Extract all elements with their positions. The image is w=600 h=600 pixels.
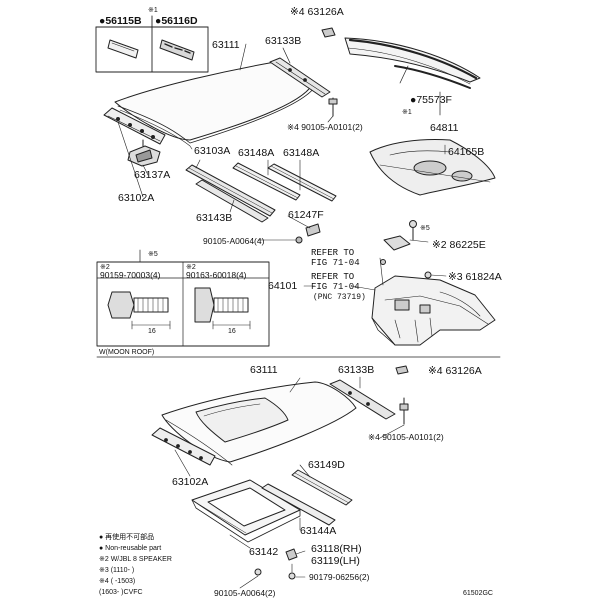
note-line-1: ● 再使用不可部品 bbox=[99, 534, 155, 541]
side-rail-63103A bbox=[185, 164, 276, 217]
clip-63126A-moonroof-icon bbox=[395, 365, 409, 375]
part-label-61824A: ※3 61824A bbox=[448, 271, 502, 283]
part-label-61247F: 61247F bbox=[288, 209, 324, 221]
moonroof-label-90179-06256: 90179-06256(2) bbox=[309, 572, 370, 582]
moonroof-label-63111: 63111 bbox=[250, 364, 278, 376]
front-header-63102A bbox=[103, 107, 166, 145]
part-label-90105-A0064: 90105-A0064(4) bbox=[203, 236, 265, 246]
part-label-63148A-1: 63148A bbox=[238, 147, 275, 159]
emblem-56116D-icon bbox=[159, 39, 195, 61]
part-note-75573F: ※1 bbox=[402, 109, 412, 116]
part-label-63103A: 63103A bbox=[194, 145, 231, 157]
part-label-63137A: 63137A bbox=[134, 169, 171, 181]
leader-lines bbox=[117, 43, 446, 589]
part-label-63102A: 63102A bbox=[118, 192, 155, 204]
bracket-63118-63119 bbox=[254, 548, 298, 580]
moonroof-label-63126A: ※4 63126A bbox=[428, 365, 482, 377]
note-line-2: ● Non-reusable part bbox=[99, 545, 162, 552]
moonroof-label-63142: 63142 bbox=[249, 546, 279, 558]
roof-bow-63148A-front bbox=[232, 162, 301, 201]
bolt-box-col2-part: 90163-60018(4) bbox=[186, 270, 247, 280]
section-label-moonroof: W(MOON ROOF) bbox=[99, 349, 155, 356]
part-label-64101: 64101 bbox=[268, 280, 298, 292]
bracket-61247F bbox=[295, 223, 321, 244]
legend-box-56115B-56116D bbox=[95, 15, 209, 73]
part-label-64811: 64811 bbox=[430, 122, 459, 134]
bracket-63137A bbox=[127, 139, 161, 167]
bolt-box-dim1: 16 bbox=[148, 328, 156, 335]
rear-body-panel-64101 bbox=[371, 275, 496, 346]
package-tray-64165B bbox=[369, 139, 496, 196]
back-window-64811 bbox=[344, 37, 481, 116]
bolt-90163-60018-icon bbox=[194, 287, 251, 330]
moonroof-label-63118: 63118(RH) bbox=[311, 543, 362, 555]
note-line-6: (1603- )CVFC bbox=[99, 589, 143, 596]
legend-note-mark: ※1 bbox=[148, 7, 158, 14]
part-label-63111: 63111 bbox=[212, 39, 240, 51]
part-note-86225E: ※5 bbox=[420, 225, 430, 232]
moonroof-label-63119: 63119(LH) bbox=[311, 555, 360, 567]
part-label-64165B: 64165B bbox=[448, 146, 485, 158]
refer-note-2-line2: FIG 71-04 bbox=[311, 282, 360, 292]
bolt-box-note: ※5 bbox=[148, 251, 158, 258]
part-label-63126A: ※4 63126A bbox=[290, 6, 344, 18]
note-line-5: ※4 ( -1503) bbox=[99, 578, 136, 585]
bolt-box-col1-note: ※2 bbox=[100, 264, 110, 271]
part-label-63133B: 63133B bbox=[265, 35, 302, 47]
part-label-86225E: ※2 86225E bbox=[432, 239, 486, 251]
rail-63144A bbox=[261, 483, 336, 526]
part-label-75573F: ●75573F bbox=[410, 94, 452, 106]
bolt-box-dim2: 16 bbox=[228, 328, 236, 335]
moonroof-frame-63142 bbox=[191, 479, 301, 543]
rail-63149D bbox=[291, 469, 353, 506]
legend-part-56116D: ●56116D bbox=[155, 15, 198, 27]
emblem-56115B-icon bbox=[107, 39, 139, 59]
clip-61824A-icon bbox=[424, 271, 447, 279]
front-header-63102A-moonroof bbox=[151, 427, 216, 466]
refer-note-1-line2: FIG 71-04 bbox=[311, 258, 360, 268]
part-label-63148A-2: 63148A bbox=[283, 147, 320, 159]
note-line-3: ※2 W/JBL 8 SPEAKER bbox=[99, 556, 172, 563]
bolt-90105-A0101-moonroof-icon bbox=[399, 397, 409, 425]
moonroof-label-63133B: 63133B bbox=[338, 364, 375, 376]
part-label-90105-A0101: ※4 90105-A0101(2) bbox=[287, 122, 363, 132]
rear-reinforcement-63133B bbox=[269, 47, 331, 98]
bolt-90159-70003-icon bbox=[107, 291, 171, 330]
refer-note-1-line1: REFER TO bbox=[311, 248, 355, 258]
moonroof-label-63102A: 63102A bbox=[172, 476, 209, 488]
bolt-box-col1-part: 90159-70003(4) bbox=[100, 270, 161, 280]
part-label-63143B: 63143B bbox=[196, 212, 233, 224]
moonroof-label-63149D: 63149D bbox=[308, 459, 345, 471]
note-line-4: ※3 (1110- ) bbox=[99, 567, 135, 574]
moonroof-label-90105-A0064: 90105-A0064(2) bbox=[214, 588, 276, 598]
legend-part-56115B: ●56115B bbox=[99, 15, 142, 27]
rear-reinforcement-63133B-moonroof bbox=[329, 379, 396, 420]
bolt-box-col2-note: ※2 bbox=[186, 264, 196, 271]
speaker-bracket-86225E bbox=[383, 220, 429, 251]
bolt-detail-box bbox=[96, 249, 270, 347]
refer-note-2-line3: (PNC 73719) bbox=[313, 293, 366, 302]
moonroof-label-90105-A0101: ※4 90105-A0101(2) bbox=[368, 432, 444, 442]
moonroof-label-63144A: 63144A bbox=[300, 525, 337, 537]
roof-panel-63111-moonroof bbox=[161, 381, 357, 466]
bolt-90105-A0101-icon bbox=[327, 97, 338, 123]
rail-63143B bbox=[195, 179, 269, 223]
clip-63126A-icon bbox=[321, 27, 336, 38]
roof-bow-63148A-rear bbox=[267, 163, 337, 202]
refer-note-2-line1: REFER TO bbox=[311, 272, 355, 282]
figure-id: 61502GC bbox=[463, 590, 493, 597]
